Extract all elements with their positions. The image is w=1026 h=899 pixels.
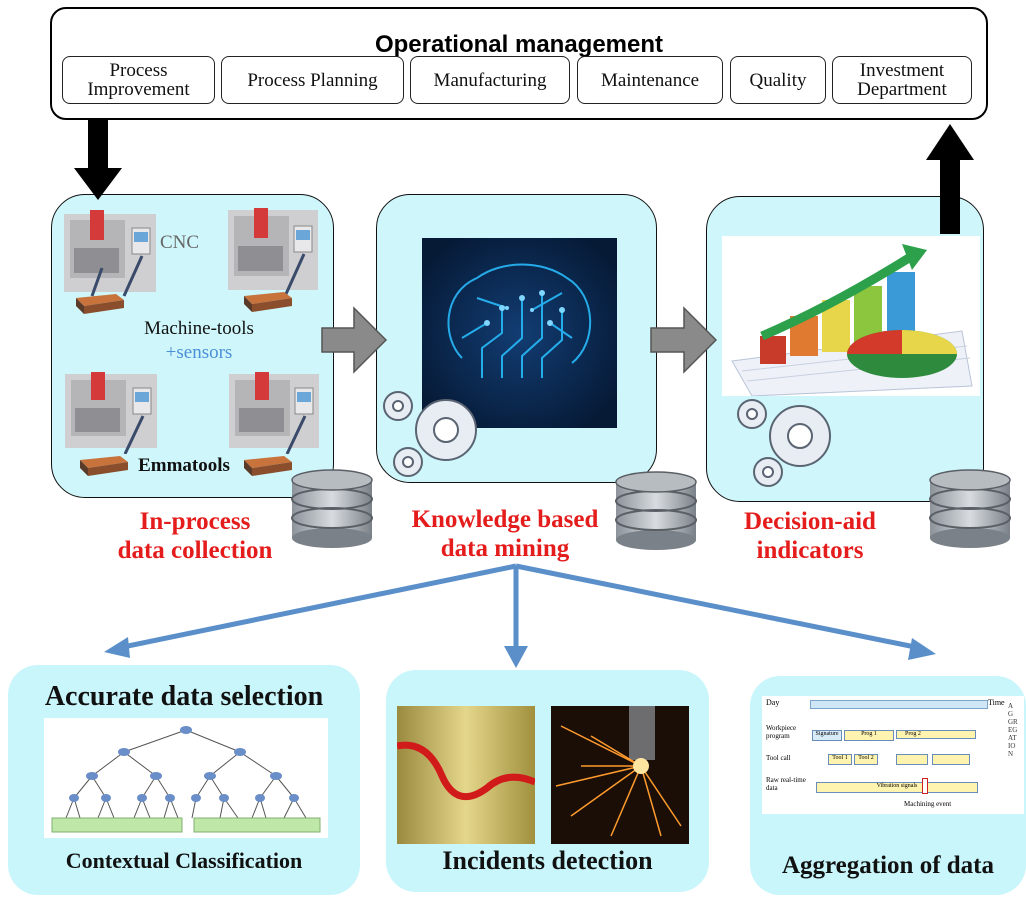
agg-event-label: Machining event (904, 800, 952, 808)
agg-day-bar (810, 700, 988, 709)
emmatools-box-icon (244, 292, 292, 312)
gears-icon (383, 391, 477, 477)
cnc-machine-image (228, 208, 318, 295)
cnc-label: CNC (160, 232, 200, 253)
up-arrow-head (926, 124, 974, 160)
agg-workpiece-label: Workpiece program (766, 724, 797, 740)
bar-chart-graphic (722, 236, 980, 396)
panel-data-selection-title: Accurate data selection (44, 681, 324, 712)
agg-event-marker (922, 778, 928, 794)
agg-tool2-bar: Tool 2 (854, 754, 878, 765)
blue-arrow-head-left (104, 637, 130, 658)
operational-management-title: Operational management (374, 31, 664, 58)
down-arrow-head (74, 168, 122, 200)
agg-time-label: Time (988, 698, 1005, 707)
caption-data-mining: Knowledge based data mining (411, 506, 599, 562)
incident-sparks-image (551, 706, 689, 844)
agg-toolcall-label: Tool call (766, 754, 791, 762)
sensors-label: +sensors (165, 342, 233, 363)
dept-manufacturing: Manufacturing (410, 56, 570, 104)
machine-tools-label: Machine-tools (144, 318, 254, 339)
dept-investment-department: Investment Department (832, 56, 972, 104)
agg-signature-bar: Signature (812, 730, 842, 741)
emmatools-box-icon (80, 456, 128, 476)
agg-tool4-bar (932, 754, 970, 765)
database-icon (615, 471, 697, 550)
database-icon (291, 469, 373, 548)
agg-raw-label: Raw real-time data (766, 776, 806, 792)
emmatools-label: Emmatools (138, 455, 230, 476)
panel-aggregation-title: Aggregation of data (781, 852, 995, 879)
agg-vibration-bar: Vibration signals (816, 782, 978, 793)
agg-aggregation-label: AGGREGATION (1008, 702, 1018, 758)
emmatools-box-icon (76, 294, 124, 314)
dept-process-planning: Process Planning (221, 56, 404, 104)
grey-arrow-2 (650, 306, 718, 374)
cnc-machine-image (65, 372, 157, 454)
blue-arrow-head-right (908, 638, 936, 660)
circuit-brain-image (422, 238, 617, 428)
grey-arrow-1 (321, 306, 388, 374)
agg-prog1-bar: Prog 1 (844, 730, 894, 741)
dept-quality: Quality (730, 56, 826, 104)
cnc-machine-image (229, 372, 319, 454)
agg-prog2-bar: Prog 2 (896, 730, 976, 739)
panel-incidents-title: Incidents detection (442, 846, 653, 875)
gears-icon (737, 399, 831, 487)
agg-tool3-bar (896, 754, 928, 765)
caption-data-collection: In-process data collection (117, 508, 273, 564)
incident-workpiece-image (397, 706, 535, 844)
panel-data-selection-subtitle: Contextual Classification (65, 848, 303, 873)
caption-indicators: Decision-aid indicators (744, 508, 876, 564)
dept-process-improvement: Process Improvement (62, 56, 215, 104)
cnc-machine-image (64, 210, 156, 297)
aggregation-chart: Day Time Workpiece program Signature Pro… (762, 696, 1024, 814)
up-arrow-shaft (940, 158, 960, 234)
blue-arrow-head-center (504, 646, 528, 668)
database-icon (929, 469, 1011, 548)
agg-day-label: Day (766, 698, 780, 707)
down-arrow-shaft (88, 118, 108, 170)
dept-maintenance: Maintenance (577, 56, 723, 104)
agg-tool1-bar: Tool 1 (828, 754, 852, 765)
classification-tree-image (44, 718, 328, 838)
emmatools-box-icon (244, 456, 292, 476)
